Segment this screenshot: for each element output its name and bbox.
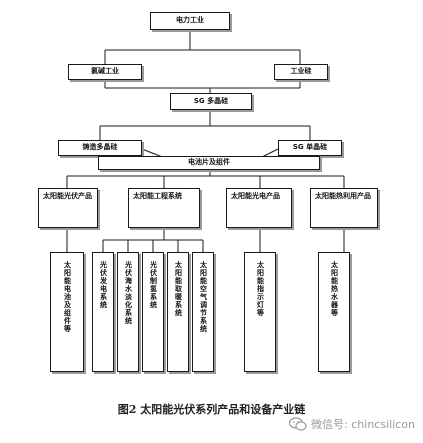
watermark-text: 微信号: chincsilicon [311, 418, 415, 431]
leaf-pv-hydrogen-system: 光伏制氢系统 [142, 252, 164, 372]
node-cast-multicrystalline: 铸造多晶硅 [58, 140, 142, 156]
leaf-pv-hydrogen-system-label: 光伏制氢系统 [149, 261, 158, 309]
node-solar-pv-products: 太阳能光伏产品 [38, 188, 98, 228]
leaf-solar-heating-system: 太阳能取暖系统 [167, 252, 189, 372]
figure-caption: 图2 太阳能光伏系列产品和设备产业链 [117, 403, 306, 416]
leaf-pv-power-system-label: 光伏发电系统 [99, 261, 108, 309]
node-cells-modules: 电池片及组件 [98, 156, 320, 170]
node-sg-polysilicon: SG 多晶硅 [170, 93, 252, 110]
leaf-solar-heating-system-label: 太阳能取暖系统 [174, 261, 183, 317]
leaf-solar-indicator-lights: 太阳能指示灯等 [244, 252, 276, 372]
node-power-industry-label: 电力工业 [176, 16, 204, 25]
node-sg-monocrystalline-label: SG 单晶硅 [292, 143, 328, 152]
node-industrial-silicon: 工业硅 [274, 64, 328, 80]
leaf-pv-desalination-system: 光伏海水淡化系统 [117, 252, 139, 372]
node-solar-engineering-systems-label: 太阳能工程系统 [133, 192, 182, 200]
node-cast-multicrystalline-label: 铸造多晶硅 [82, 143, 118, 152]
node-solar-photoelectric-products-label: 太阳能光电产品 [231, 192, 280, 200]
node-power-industry: 电力工业 [150, 12, 230, 30]
leaf-solar-water-heaters: 太阳能热水器等 [318, 252, 350, 372]
leaf-pv-power-system: 光伏发电系统 [92, 252, 114, 372]
leaf-solar-air-conditioning-system: 太阳能空气调节系统 [192, 252, 214, 372]
node-solar-photoelectric-products: 太阳能光电产品 [226, 188, 292, 228]
leaf-solar-cells-and-modules: 太阳能电池及组件等 [50, 252, 84, 372]
node-solar-engineering-systems: 太阳能工程系统 [128, 188, 200, 228]
node-industrial-silicon-label: 工业硅 [290, 67, 312, 76]
node-solar-pv-products-label: 太阳能光伏产品 [43, 192, 92, 200]
node-sg-monocrystalline: SG 单晶硅 [278, 140, 342, 156]
leaf-solar-air-conditioning-system-label: 太阳能空气调节系统 [199, 261, 208, 333]
node-chlor-alkali: 氯碱工业 [68, 64, 142, 80]
node-chlor-alkali-label: 氯碱工业 [91, 67, 119, 76]
wechat-icon [289, 417, 307, 431]
node-cells-modules-label: 电池片及组件 [188, 158, 230, 167]
leaf-pv-desalination-system-label: 光伏海水淡化系统 [124, 261, 133, 325]
watermark: 微信号: chincsilicon [289, 416, 415, 432]
leaf-solar-indicator-lights-label: 太阳能指示灯等 [256, 261, 265, 317]
node-solar-thermal-products-label: 太阳能热利用产品 [315, 192, 371, 200]
leaf-solar-cells-and-modules-label: 太阳能电池及组件等 [63, 261, 72, 333]
leaf-solar-water-heaters-label: 太阳能热水器等 [330, 261, 339, 317]
node-sg-polysilicon-label: SG 多晶硅 [193, 96, 229, 105]
node-solar-thermal-products: 太阳能热利用产品 [310, 188, 378, 228]
